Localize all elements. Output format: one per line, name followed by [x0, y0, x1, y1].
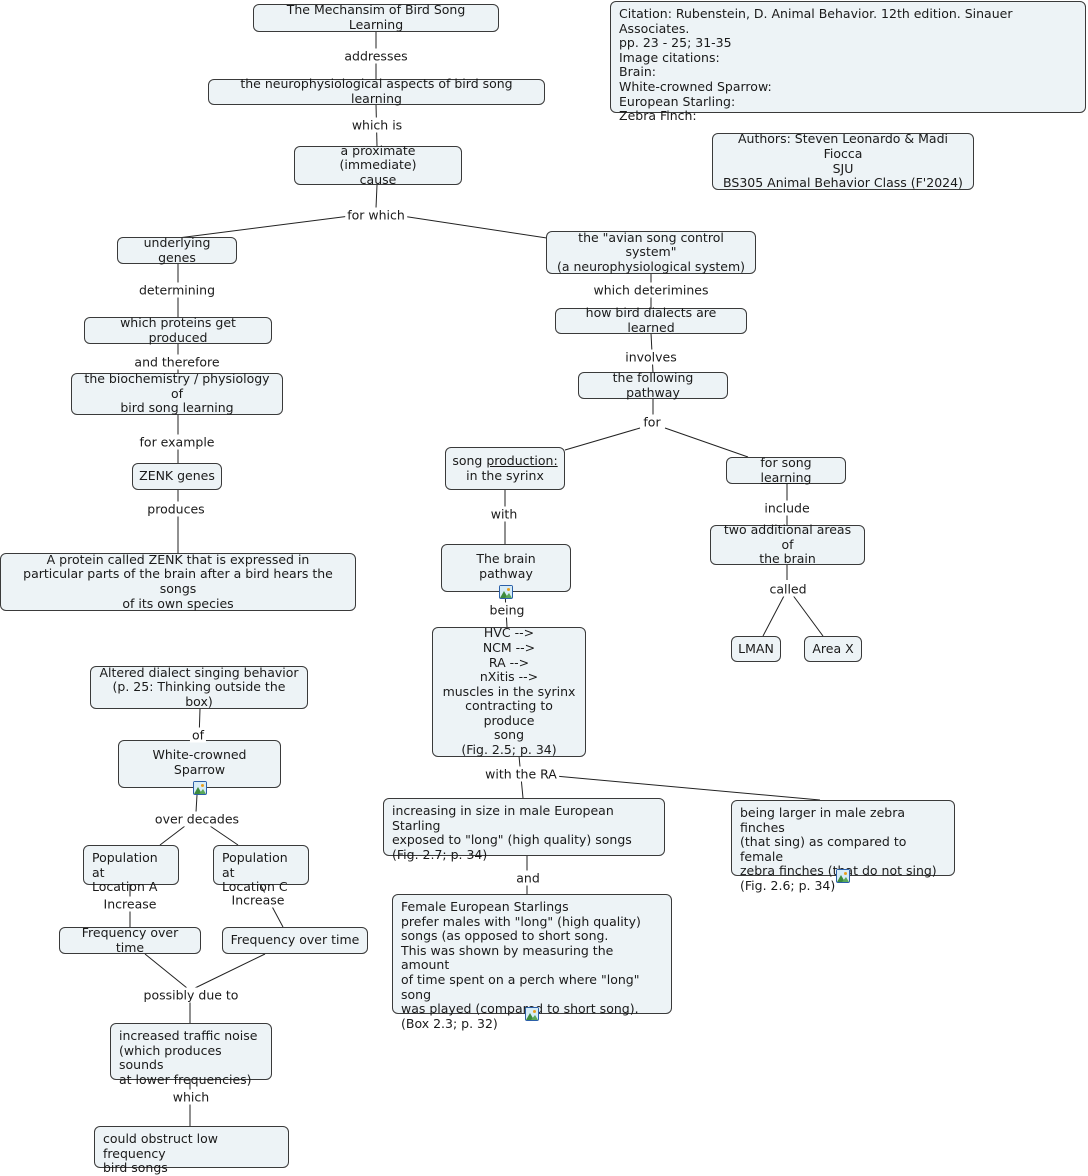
node-proteins[interactable]: which proteins get produced: [84, 315, 272, 344]
white-crowned-sparrow-label: White-crowned Sparrow: [152, 747, 247, 777]
link-include: include: [762, 500, 812, 516]
citation-box: Citation: Rubenstein, D. Animal Behavior…: [610, 1, 1086, 123]
node-neurophysiological-aspects[interactable]: the neurophysiological aspects of bird s…: [208, 77, 545, 106]
link-involves: involves: [623, 349, 679, 365]
node-brain-pathway[interactable]: The brain pathway: [441, 544, 571, 592]
link-being: being: [487, 602, 527, 618]
link-possibly-due-to: possibly due to: [141, 987, 241, 1003]
image-icon[interactable]: [499, 585, 513, 599]
node-frequency-c[interactable]: Frequency over time: [222, 927, 368, 954]
link-produces: produces: [145, 501, 207, 517]
node-frequency-a[interactable]: Frequency over time: [59, 925, 201, 954]
link-of: of: [189, 727, 207, 743]
song-learning-text: for song learning: [760, 454, 812, 485]
node-proximate-cause[interactable]: a proximate (immediate) cause: [294, 143, 462, 187]
node-zenk-protein[interactable]: A protein called ZENK that is expressed …: [0, 552, 356, 611]
link-for-which: for which: [345, 207, 407, 223]
node-biochemistry[interactable]: the biochemistry / physiology of bird so…: [71, 371, 283, 415]
song-production-text: song production: in the syrinx: [452, 452, 558, 483]
link-addresses: addresses: [342, 48, 410, 64]
node-zenk-genes[interactable]: ZENK genes: [132, 463, 222, 490]
link-which-determines: which deterimines: [591, 282, 711, 298]
link-which: which: [170, 1089, 212, 1105]
link-with: with: [488, 506, 520, 522]
node-song-learning[interactable]: for song learning: [726, 454, 846, 485]
node-obstruct-songs[interactable]: could obstruct low frequency bird songs: [94, 1126, 289, 1175]
link-increase-c: Increase: [229, 892, 287, 908]
node-bird-dialects[interactable]: how bird dialects are learned: [555, 306, 747, 335]
node-following-pathway[interactable]: the following pathway: [578, 370, 728, 399]
node-hvc-pathway[interactable]: HVC --> NCM --> RA --> nXitis --> muscle…: [432, 626, 586, 757]
link-increase-a: Increase: [101, 896, 159, 912]
link-which-is: which is: [349, 117, 405, 133]
image-icon[interactable]: [525, 1007, 539, 1021]
link-for: for: [641, 414, 663, 430]
node-female-starlings[interactable]: Female European Starlings prefer males w…: [392, 894, 672, 1031]
image-icon[interactable]: [836, 869, 850, 883]
link-determining: determining: [136, 282, 218, 298]
node-zebra-finches[interactable]: being larger in male zebra finches (that…: [731, 800, 955, 893]
node-starling-size[interactable]: increasing in size in male European Star…: [383, 798, 665, 862]
link-and: and: [514, 870, 542, 886]
node-avian-song-control-system[interactable]: the "avian song control system" (a neuro…: [546, 230, 756, 274]
link-with-the-ra: with the RA: [483, 766, 559, 782]
image-icon[interactable]: [193, 781, 207, 795]
node-lman[interactable]: LMAN: [731, 636, 781, 662]
node-underlying-genes[interactable]: underlying genes: [117, 235, 237, 264]
node-song-production[interactable]: song production: in the syrinx: [445, 447, 565, 490]
node-altered-dialect[interactable]: Altered dialect singing behavior (p. 25:…: [90, 665, 308, 709]
authors-box: Authors: Steven Leonardo & Madi Fiocca S…: [712, 132, 974, 190]
link-for-example: for example: [137, 434, 217, 450]
node-population-c[interactable]: Population at Location C: [213, 845, 309, 894]
node-population-a[interactable]: Population at Location A: [83, 845, 179, 894]
node-title[interactable]: The Mechansim of Bird Song Learning: [253, 3, 499, 32]
brain-pathway-label: The brain pathway: [476, 551, 536, 581]
node-traffic-noise[interactable]: increased traffic noise (which produces …: [110, 1023, 272, 1087]
link-and-therefore: and therefore: [132, 354, 222, 370]
node-two-additional-areas[interactable]: two additional areas of the brain: [710, 522, 865, 566]
link-called: called: [767, 581, 809, 597]
link-over-decades: over decades: [152, 811, 242, 827]
node-area-x[interactable]: Area X: [804, 636, 862, 662]
node-white-crowned-sparrow[interactable]: White-crowned Sparrow: [118, 740, 281, 788]
